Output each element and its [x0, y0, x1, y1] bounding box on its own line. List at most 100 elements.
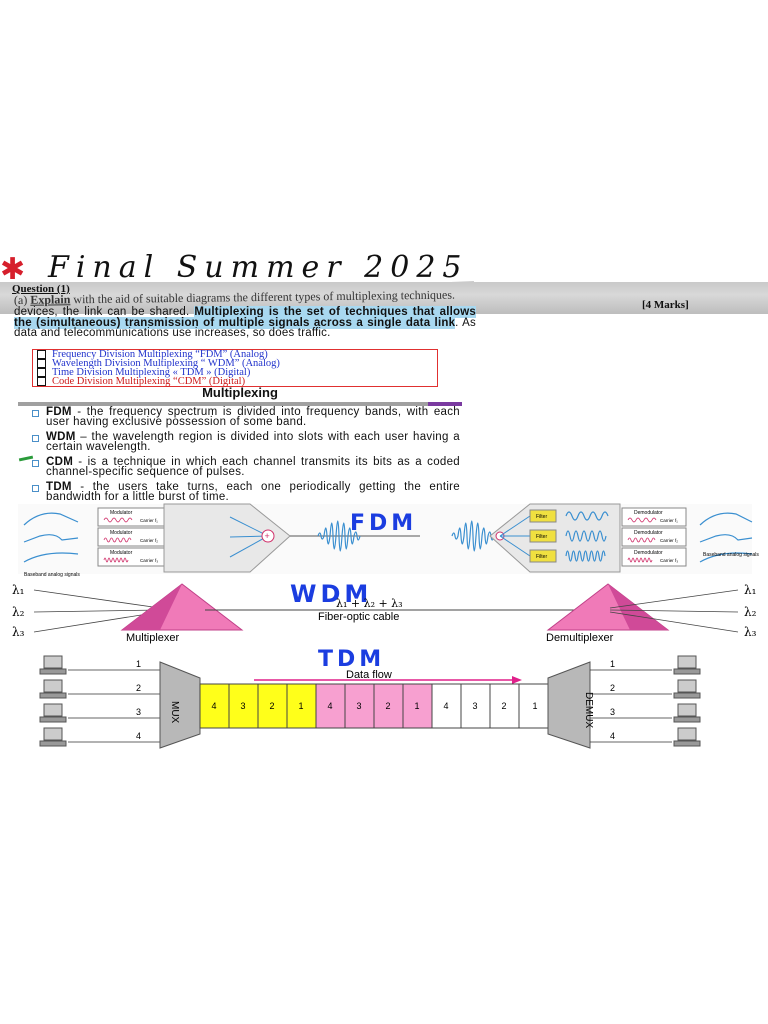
baseband-right-label: Baseband analog signals	[703, 552, 759, 558]
svg-text:λ₃: λ₃	[12, 625, 25, 639]
definition-list: FDM - the frequency spectrum is divided …	[30, 406, 460, 508]
fdm-handwritten-label: FDM	[350, 511, 417, 536]
modulator-boxes: Modulator Modulator Modulator Carrier f₁…	[97, 507, 165, 567]
demux-block	[547, 661, 591, 749]
svg-text:Filter: Filter	[536, 554, 547, 560]
type-item-fdm: Frequency Division Multiplexing “FDM” (A…	[33, 349, 437, 360]
svg-text:λ₂: λ₂	[12, 605, 25, 619]
left-input-spectra	[23, 512, 79, 563]
svg-text:Carrier f₂: Carrier f₂	[660, 538, 678, 543]
type-item-cdm: Code Division Multiplexing “CDM” (Digita…	[33, 376, 437, 387]
mux-label: MUX	[169, 701, 180, 724]
svg-text:2: 2	[269, 701, 274, 711]
input-line-numbers: 1 2 3 4	[136, 659, 141, 741]
title-bar-accent	[428, 402, 462, 406]
bullet-cdm: CDM - is a technique in which each chann…	[30, 456, 460, 477]
fdm-combiner	[163, 503, 291, 573]
svg-text:4: 4	[211, 701, 216, 711]
composite-signal-left	[317, 520, 361, 552]
output-line-numbers: 1 2 3 4	[610, 659, 615, 741]
type-item-tdm: Time Division Multiplexing « TDM » (Digi…	[33, 367, 437, 378]
svg-text:Filter: Filter	[536, 534, 547, 540]
bullet-fdm: FDM - the frequency spectrum is divided …	[30, 406, 460, 427]
modulator-3-label: Modulator	[110, 550, 133, 556]
svg-text:λ₂: λ₂	[744, 605, 757, 619]
svg-text:1: 1	[414, 701, 419, 711]
svg-text:3: 3	[240, 701, 245, 711]
svg-text:3: 3	[472, 701, 477, 711]
checkbox-icon	[37, 377, 46, 386]
svg-text:4: 4	[610, 731, 615, 741]
lambda-sum-label: λ₁ + λ₂ + λ₃	[336, 597, 403, 610]
checkbox-icon	[37, 368, 46, 377]
arrow-head-icon	[512, 676, 522, 684]
title-bar	[18, 402, 428, 406]
question-marks: [4 Marks]	[642, 299, 689, 311]
demux-label: DEMUX	[583, 692, 594, 728]
svg-text:1: 1	[532, 701, 537, 711]
checkbox-icon	[37, 359, 46, 368]
data-flow-label: Data flow	[346, 669, 392, 681]
bullet-wdm: WDM – the wavelength region is divided i…	[30, 431, 460, 452]
svg-text:4: 4	[136, 731, 141, 741]
star-icon: ✱	[0, 253, 26, 286]
fdm-diagram: Baseband analog signals Modulator Modula…	[23, 503, 759, 578]
svg-text:Demodulator: Demodulator	[634, 530, 663, 536]
modulator-1-label: Modulator	[110, 510, 133, 516]
question-heading: Question (1)	[12, 283, 70, 295]
wdm-diagram: WDM λ₁ λ₂ λ₃ Multiplexer λ₁ + λ₂ + λ₃ Fi…	[12, 580, 757, 644]
carrier-3-label: Carrier f₃	[140, 558, 158, 563]
svg-text:Demodulator: Demodulator	[634, 510, 663, 516]
bullet-icon	[32, 435, 39, 442]
tdm-frames: 4 3 2 1 4 3 2 1 4 3 2 1	[199, 683, 549, 729]
bullet-icon	[32, 410, 39, 417]
svg-text:3: 3	[136, 707, 141, 717]
svg-text:Demodulator: Demodulator	[634, 550, 663, 556]
carrier-1-label: Carrier f₁	[140, 518, 158, 523]
checkbox-icon	[37, 350, 46, 359]
bullet-icon	[32, 460, 39, 467]
svg-text:λ₃: λ₃	[744, 625, 757, 639]
svg-text:2: 2	[610, 683, 615, 693]
intro-paragraph: devices, the link can be shared. Multipl…	[14, 306, 477, 339]
section-title: Multiplexing	[202, 385, 278, 400]
type-item-wdm: Wavelength Division Multiplexing “ WDM” …	[33, 358, 437, 369]
tdm-handwritten-label: TDM	[318, 647, 385, 672]
svg-text:4: 4	[443, 701, 448, 711]
svg-text:Carrier f₁: Carrier f₁	[660, 518, 678, 523]
filter-boxes: Filter Filter Filter	[529, 509, 557, 563]
bullet-icon	[32, 485, 39, 492]
multiplexing-types-box: Frequency Division Multiplexing “FDM” (A…	[32, 349, 438, 387]
svg-text:2: 2	[501, 701, 506, 711]
demultiplexer-label: Demultiplexer	[546, 632, 614, 644]
svg-text:3: 3	[610, 707, 615, 717]
svg-text:2: 2	[136, 683, 141, 693]
svg-text:Filter: Filter	[536, 514, 547, 520]
svg-text:3: 3	[356, 701, 361, 711]
wdm-left-lambdas: λ₁ λ₂ λ₃	[12, 583, 25, 639]
modulator-2-label: Modulator	[110, 530, 133, 536]
demodulator-boxes: Demodulator Demodulator Demodulator Carr…	[621, 507, 687, 567]
adder-icon	[261, 529, 275, 543]
svg-text:4: 4	[327, 701, 332, 711]
fiber-cable-label: Fiber-optic cable	[318, 611, 399, 623]
handwritten-title: Final Summer 2025	[48, 250, 469, 285]
wdm-handwritten-label: WDM	[290, 580, 372, 608]
bullet-tdm: TDM - the users take turns, each one per…	[30, 481, 460, 502]
svg-text:λ₁: λ₁	[12, 583, 24, 597]
svg-text:1: 1	[298, 701, 303, 711]
multiplexer-label: Multiplexer	[126, 632, 180, 644]
wdm-right-lambdas: λ₁ λ₂ λ₃	[744, 583, 757, 639]
svg-text:1: 1	[136, 659, 141, 669]
mux-block	[159, 661, 201, 749]
right-output-spectra	[699, 512, 753, 563]
svg-text:λ₁: λ₁	[744, 583, 756, 597]
output-computers	[673, 655, 701, 747]
filtered-waves	[565, 511, 609, 562]
plus-icon: +	[265, 531, 270, 541]
svg-text:1: 1	[610, 659, 615, 669]
svg-text:2: 2	[385, 701, 390, 711]
composite-signal-right	[451, 520, 495, 552]
carrier-2-label: Carrier f₂	[140, 538, 158, 543]
svg-text:Carrier f₃: Carrier f₃	[660, 558, 678, 563]
